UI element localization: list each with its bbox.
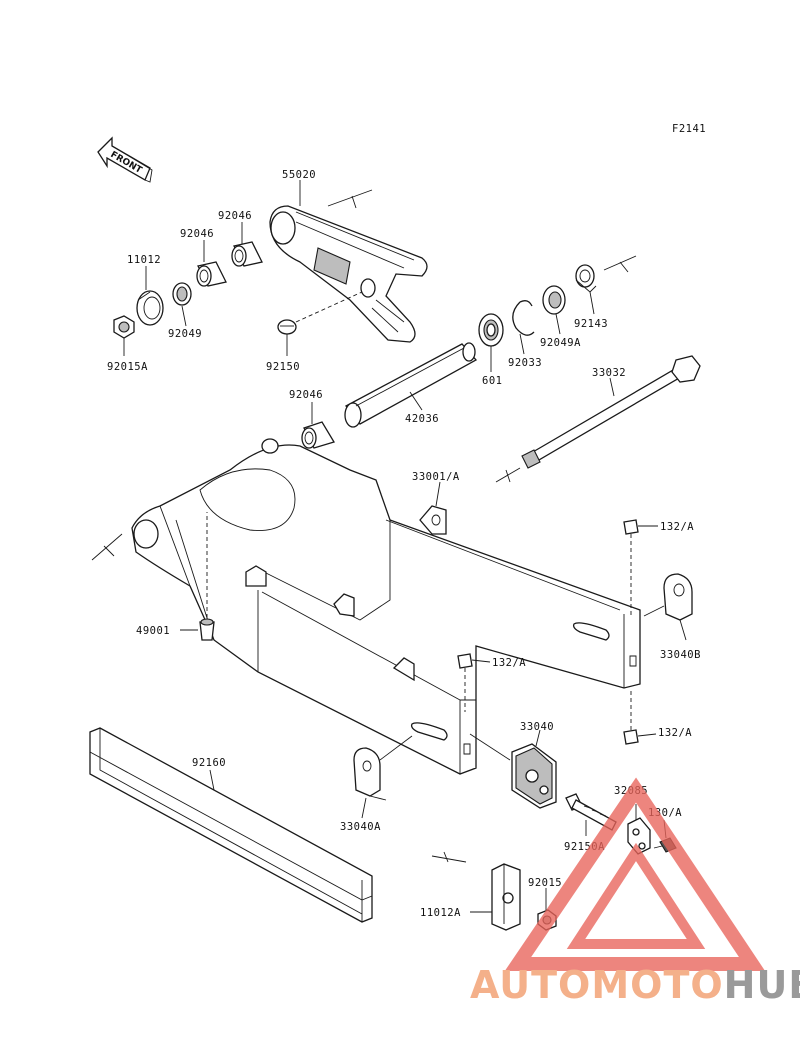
pivot-shaft-33032 xyxy=(521,355,701,469)
needle-bearing-92046-b xyxy=(196,261,227,287)
label-92150: 92150 xyxy=(266,361,300,373)
label-33032: 33032 xyxy=(592,367,626,379)
needle-bearing-92046-a xyxy=(231,241,263,267)
watermark-text-auto: AUTOMOTO xyxy=(470,963,724,1007)
label-92015A: 92015A xyxy=(107,361,148,373)
bolt-132A-top xyxy=(623,519,639,616)
label-132A-mid: 132/A xyxy=(492,657,526,669)
label-42036: 42036 xyxy=(405,413,439,425)
label-92046-c: 92046 xyxy=(289,389,323,401)
bracket-33040A xyxy=(353,735,413,801)
label-92049: 92049 xyxy=(168,328,202,340)
nut-92015A xyxy=(113,315,135,339)
watermark-text: AUTOMOTOHUB xyxy=(470,963,800,1007)
label-33001A: 33001/A xyxy=(412,471,460,483)
seal-92049A xyxy=(542,285,566,315)
watermark-text-hub: HUB xyxy=(724,963,800,1007)
collar-92143 xyxy=(575,264,597,293)
label-92015: 92015 xyxy=(528,877,562,889)
label-92049A: 92049A xyxy=(540,337,581,349)
label-11012A: 11012A xyxy=(420,907,461,919)
watermark-triangle-icon xyxy=(504,777,766,971)
label-33040: 33040 xyxy=(520,721,554,733)
grease-nipple-49001 xyxy=(199,512,215,641)
label-92046-a: 92046 xyxy=(218,210,252,222)
label-92143: 92143 xyxy=(574,318,608,330)
label-92033: 92033 xyxy=(508,357,542,369)
watermark-logo xyxy=(504,777,766,971)
adjuster-bolt-92150A xyxy=(565,793,617,831)
figure-code: F2141 xyxy=(672,123,706,135)
swingarm-33001 xyxy=(131,438,641,775)
label-92160: 92160 xyxy=(192,757,226,769)
chain-guide-55020 xyxy=(269,205,428,343)
chain-slider-92160 xyxy=(89,727,373,923)
label-49001: 49001 xyxy=(136,625,170,637)
label-55020: 55020 xyxy=(282,169,316,181)
label-92046-b: 92046 xyxy=(180,228,214,240)
label-33040B: 33040B xyxy=(660,649,701,661)
label-11012: 11012 xyxy=(127,254,161,266)
adjuster-plate-32085 xyxy=(627,817,651,855)
seal-92049 xyxy=(172,282,192,306)
cap-11012 xyxy=(136,290,164,326)
label-601: 601 xyxy=(482,375,502,387)
label-132A-bot: 132/A xyxy=(658,727,692,739)
circlip-92033 xyxy=(512,300,535,336)
adjuster-block-33040 xyxy=(469,733,557,809)
needle-bearing-92046-c xyxy=(301,421,335,449)
bracket-33040B xyxy=(643,573,693,621)
ball-bearing-601 xyxy=(478,313,504,347)
bolt-132A-bot xyxy=(623,690,639,745)
bolt-132A-mid xyxy=(457,653,473,712)
label-132A-top: 132/A xyxy=(660,521,694,533)
cap-11012A xyxy=(491,863,521,931)
front-arrow-icon: FRONT xyxy=(97,136,153,183)
label-33040A: 33040A xyxy=(340,821,381,833)
sleeve-42036 xyxy=(344,342,478,428)
